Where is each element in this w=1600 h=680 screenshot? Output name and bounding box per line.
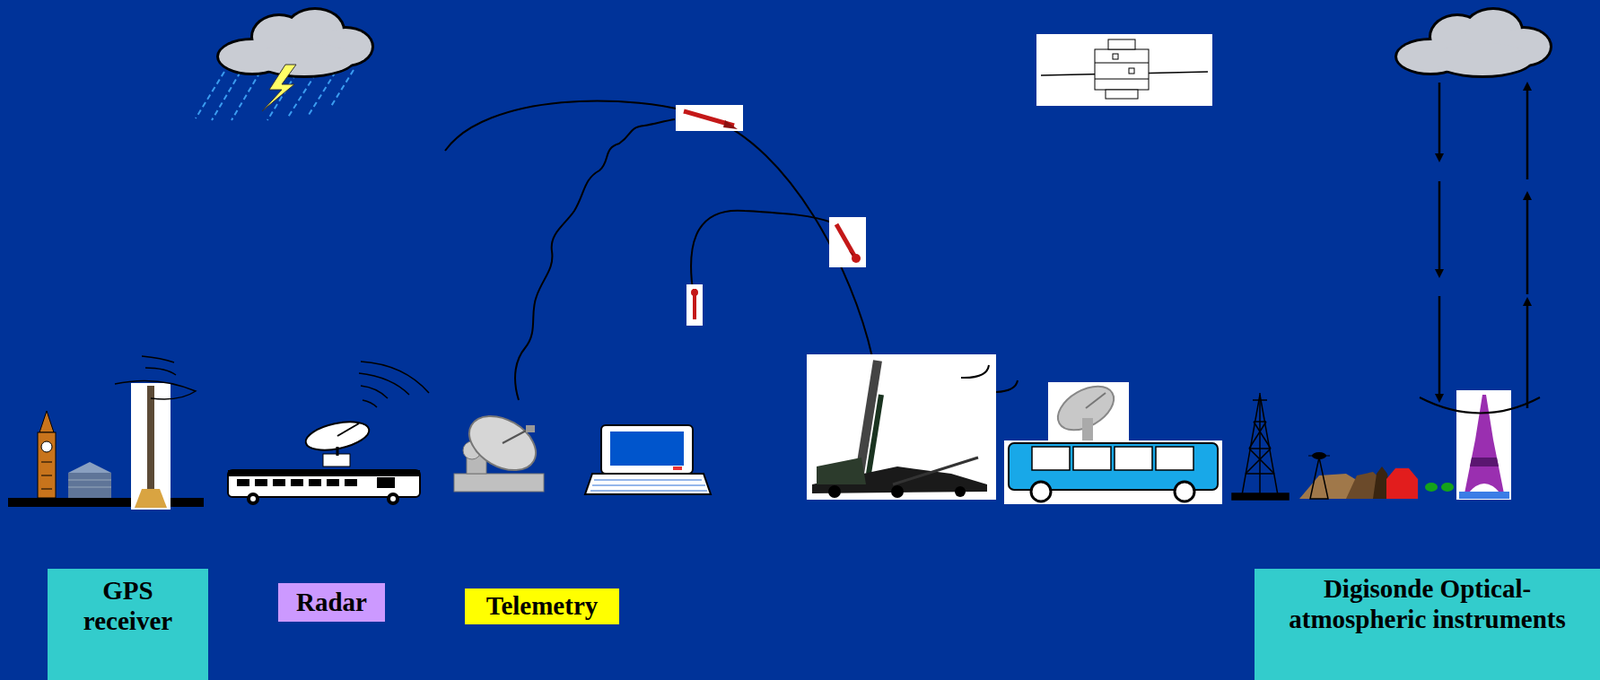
- ground: [8, 498, 204, 508]
- gps-waves: [114, 356, 196, 400]
- telemetry-dish: [454, 404, 546, 492]
- rocket: [686, 284, 703, 326]
- label-box: Digisonde Optical-atmospheric instrument…: [1254, 568, 1600, 680]
- launch-column: [131, 383, 171, 510]
- label-box: Radar: [278, 583, 385, 622]
- cloud: [1394, 7, 1553, 79]
- computer: [585, 425, 711, 495]
- radar-waves: [358, 361, 429, 408]
- building: [68, 462, 112, 499]
- sounding-arc: [1419, 397, 1540, 414]
- radar-bus: [227, 417, 420, 506]
- box-label: Digisonde Optical-atmospheric instrument…: [1279, 574, 1576, 635]
- rocket-launcher: [806, 354, 997, 500]
- clock-tower: [37, 410, 56, 499]
- rocket: [675, 104, 744, 132]
- box-label: Telemetry: [486, 591, 599, 622]
- rain: [195, 69, 354, 121]
- lightning: [262, 64, 297, 112]
- rocket: [829, 217, 866, 268]
- label-box: Telemetry: [464, 588, 620, 625]
- storm-cloud: [216, 7, 375, 79]
- telemetry-van: [1004, 377, 1223, 505]
- telemetry-link: [515, 119, 675, 401]
- box-label: Radar: [296, 587, 368, 619]
- satellite: [1036, 34, 1213, 106]
- eiffel-tower: [1456, 390, 1512, 500]
- farm: [1299, 452, 1454, 499]
- label-box: GPS receiver: [47, 568, 209, 680]
- hooks: [961, 365, 1018, 393]
- box-label: GPS receiver: [61, 576, 196, 637]
- trajectory: [445, 100, 873, 358]
- vertical-arrows: [1439, 82, 1528, 409]
- radio-tower: [1232, 393, 1289, 500]
